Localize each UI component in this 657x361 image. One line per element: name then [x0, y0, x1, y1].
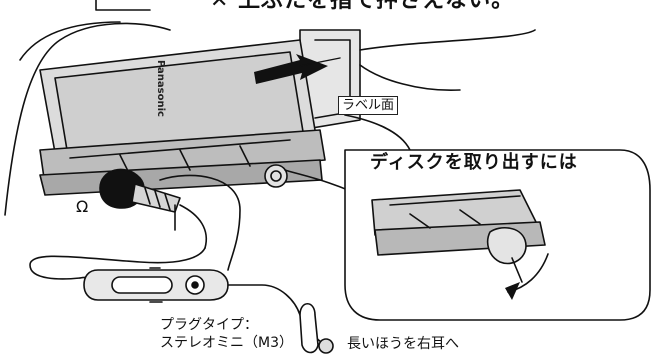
leader-line-top: [95, 0, 151, 11]
x-mark-icon: ✕: [210, 0, 230, 13]
warning-text: ✕ 上ぶたを指で押さえない。: [210, 0, 514, 12]
brand-logo: Panasonic: [155, 60, 166, 117]
earphone-right: [318, 338, 334, 354]
release-knob: [264, 164, 288, 188]
insert-arrow: [254, 54, 328, 84]
earphone-left: [299, 302, 319, 354]
headphone-icon: Ω: [76, 197, 89, 216]
plug-type-line2: ステレオミニ（M3）: [160, 335, 293, 352]
cable: [179, 204, 207, 249]
callout-title: ディスクを取り出すには: [370, 152, 578, 173]
right-ear-caption: 長いほうを右耳へ: [347, 336, 459, 352]
callout-knob: [486, 226, 527, 265]
cable-left: [29, 247, 206, 280]
warning-message: 上ぶたを指で押さえない。: [238, 0, 515, 13]
label-face-tag: ラベル面: [338, 96, 399, 115]
left-hand-outline: [4, 22, 171, 216]
holding-hand: [159, 174, 241, 271]
plug-type-caption: プラグタイプ： ステレオミニ（M3）: [160, 316, 293, 352]
plug-type-line1: プラグタイプ：: [160, 317, 258, 333]
